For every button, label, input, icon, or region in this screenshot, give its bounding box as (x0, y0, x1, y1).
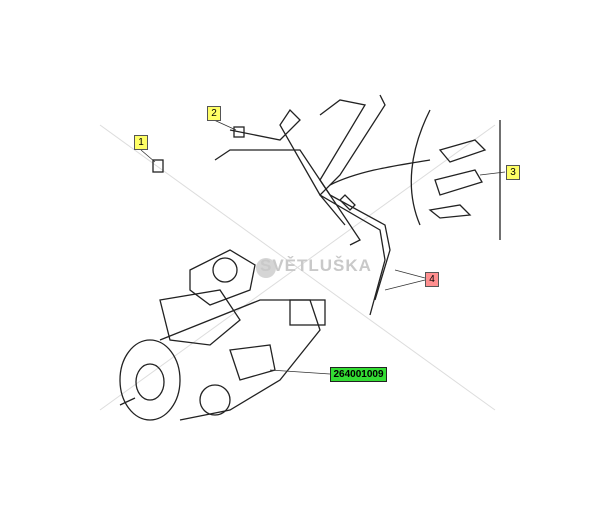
pump-valve (229, 344, 276, 381)
clamp-plate (428, 204, 472, 219)
clamp-part (434, 169, 483, 196)
leader-line (479, 171, 506, 176)
engine-outline (410, 109, 431, 226)
pump-body (159, 299, 321, 421)
callout-3[interactable]: 3 (506, 165, 520, 180)
pump-governor (212, 257, 238, 283)
pipe-clamp (339, 194, 356, 211)
clamp-part (438, 139, 487, 163)
callout-2[interactable]: 2 (207, 106, 221, 121)
pump-gear (199, 384, 231, 416)
pump-shaft-hub (135, 363, 165, 401)
watermark-diagonal (99, 124, 496, 411)
leader-line (213, 119, 237, 131)
pump-head (159, 289, 241, 346)
pump-shaft (119, 397, 136, 406)
leader-line (394, 269, 426, 279)
watermark-logo-icon (256, 258, 276, 278)
engine-outline (329, 159, 431, 186)
leader-line (269, 369, 331, 375)
injection-pipe (229, 108, 386, 316)
injection-pipe (319, 99, 367, 246)
leader-line (384, 279, 426, 291)
callout-part-number[interactable]: 264001009 (330, 367, 387, 382)
callout-4[interactable]: 4 (425, 272, 439, 287)
leader-line (140, 149, 156, 163)
pump-top-cover (189, 249, 256, 306)
part-2-connector (233, 126, 245, 138)
watermark-text: SVĚTLUŠKA (260, 256, 372, 275)
solenoid (289, 299, 326, 326)
part-1-connector (152, 159, 164, 173)
injection-pipe (319, 94, 386, 226)
callout-1[interactable]: 1 (134, 135, 148, 150)
pump-front-flange (119, 339, 181, 421)
